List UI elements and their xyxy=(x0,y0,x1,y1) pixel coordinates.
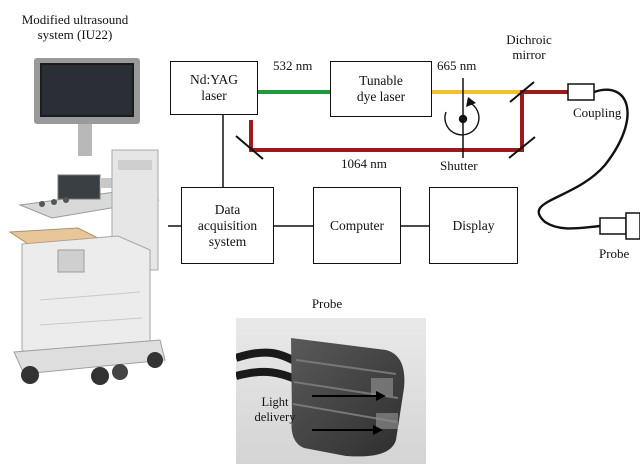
probe-photo-title: Probe xyxy=(311,296,343,311)
light-delivery-label: Light delivery xyxy=(240,395,310,425)
daq-label-line1: Data xyxy=(214,201,241,217)
coupling-label: Coupling xyxy=(573,105,622,120)
dichroic-mirror-label: Dichroic mirror xyxy=(494,32,564,62)
ndyag-label-line2: laser xyxy=(201,88,227,103)
ultrasound-label-line1: Modified ultrasound xyxy=(21,12,129,27)
light-delivery-line1: Light xyxy=(261,395,289,409)
ultrasound-label-line2: system (IU22) xyxy=(37,27,113,42)
daq-label-line3: system xyxy=(208,233,247,249)
shutter-label: Shutter xyxy=(440,158,478,173)
computer-label: Computer xyxy=(330,217,384,233)
dye-label-line1: Tunable xyxy=(359,73,403,88)
label-532nm: 532 nm xyxy=(273,58,313,73)
ndyag-label-line1: Nd:YAG xyxy=(189,72,238,87)
dye-label-line2: dye laser xyxy=(356,89,406,104)
computer-box: Computer xyxy=(313,187,401,264)
optical-fiber xyxy=(537,88,629,230)
light-delivery-line2: delivery xyxy=(254,410,296,424)
data-acquisition-system-box: Data acquisition system xyxy=(181,187,274,264)
dichroic-label-line1: Dichroic xyxy=(506,32,552,47)
probe-label-right: Probe xyxy=(599,246,630,261)
ultrasound-system-label: Modified ultrasound system (IU22) xyxy=(0,12,150,42)
ndyag-laser-box: Nd:YAG laser xyxy=(170,61,258,115)
shutter-rotation-arrow xyxy=(444,101,480,136)
ultrasound-machine-illustration xyxy=(8,58,166,385)
display-box: Display xyxy=(429,187,518,264)
dichroic-mirror xyxy=(509,81,535,103)
tunable-dye-laser-box: Tunable dye laser xyxy=(330,61,432,117)
beam-1064nm xyxy=(249,90,570,152)
daq-label-line2: acquisition xyxy=(197,217,258,233)
mirror-left xyxy=(235,135,264,160)
mirror-right xyxy=(508,136,536,159)
label-1064nm: 1064 nm xyxy=(341,156,387,171)
shutter-dot xyxy=(458,114,468,124)
display-label: Display xyxy=(452,217,495,233)
dichroic-label-line2: mirror xyxy=(512,47,546,62)
label-665nm: 665 nm xyxy=(437,58,477,73)
